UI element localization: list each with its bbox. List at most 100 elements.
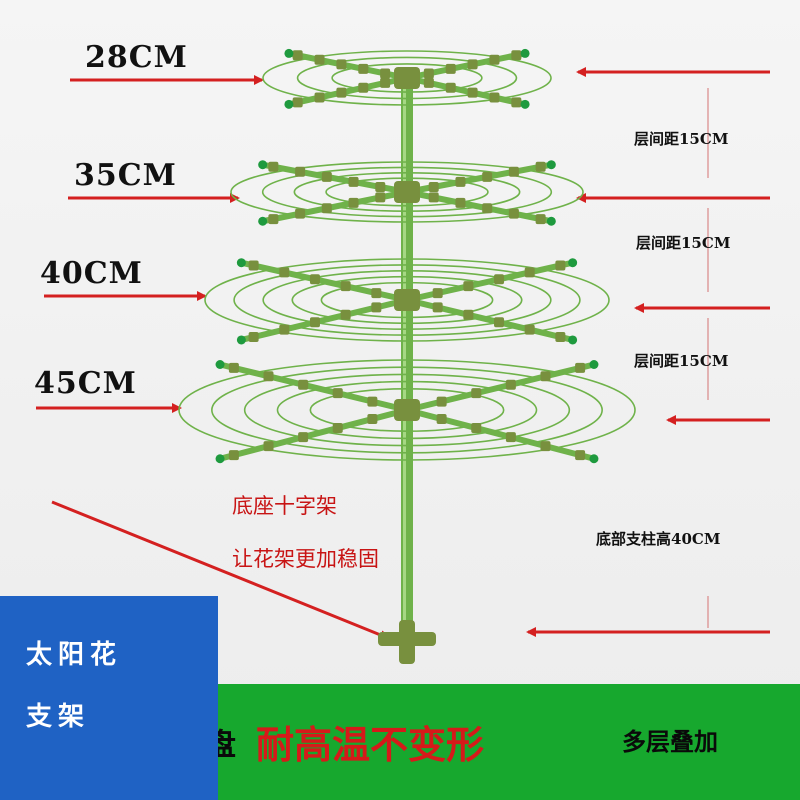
- ring: [261, 166, 553, 218]
- ring-clip: [375, 192, 386, 203]
- ring-clip: [321, 203, 332, 214]
- ring-clip: [505, 379, 516, 390]
- ring-clip: [248, 260, 259, 271]
- ring-clip: [445, 63, 456, 74]
- ring-clip: [524, 324, 535, 335]
- ring: [211, 366, 603, 454]
- ring: [309, 387, 505, 432]
- ring-clip: [555, 260, 566, 271]
- tier-28: [262, 48, 552, 109]
- ring: [293, 172, 521, 213]
- ring: [320, 281, 494, 319]
- tier-35: [230, 160, 584, 226]
- ring-clip: [367, 414, 378, 425]
- ring-clip: [340, 281, 351, 292]
- ring: [243, 373, 571, 447]
- size-label-35: 35CM: [74, 158, 177, 193]
- ring-clip: [292, 97, 303, 108]
- ring-clip: [298, 432, 309, 443]
- ring-clip: [268, 161, 279, 172]
- ring: [325, 177, 489, 207]
- arm-cap: [236, 258, 246, 268]
- arm-cap: [236, 335, 246, 345]
- ring-clip: [336, 87, 347, 98]
- ring-clip: [535, 161, 546, 172]
- ring-clip: [508, 166, 519, 177]
- ring-clip: [314, 54, 325, 65]
- ring-clip: [555, 332, 566, 343]
- ring-clip: [471, 423, 482, 434]
- ring-clip: [348, 197, 359, 208]
- arm-cap: [258, 160, 268, 170]
- ring: [331, 63, 483, 93]
- arm-cap: [520, 48, 530, 58]
- base-height-label: 底部支柱高40CM: [596, 530, 721, 548]
- ring-clip: [489, 54, 500, 65]
- ring-clip: [463, 309, 474, 320]
- ring-clip: [505, 432, 516, 443]
- arm-cap: [568, 335, 578, 345]
- ring-clip: [575, 450, 586, 461]
- ring-clip: [575, 362, 586, 373]
- base-note-line1: 底座十字架: [232, 494, 337, 518]
- arm-cap: [284, 99, 294, 109]
- ring-clip: [423, 68, 434, 79]
- size-label-28: 28CM: [85, 40, 188, 75]
- ring-clip: [348, 176, 359, 187]
- spacing-label-3: 层间距15CM: [634, 352, 729, 370]
- ring-clip: [455, 197, 466, 208]
- banner-text-3: 多层叠加: [622, 727, 718, 756]
- ring-clip: [321, 171, 332, 182]
- hub-connector: [394, 67, 420, 89]
- ring-clip: [228, 362, 239, 373]
- ring-clip: [279, 324, 290, 335]
- arm-cap: [215, 360, 225, 369]
- ring-clip: [467, 59, 478, 70]
- tag-line2: 支架: [26, 702, 91, 732]
- ring-clip: [489, 92, 500, 103]
- ring-clip: [340, 309, 351, 320]
- ring-clip: [228, 450, 239, 461]
- spacing-label-2: 层间距15CM: [636, 234, 731, 252]
- arm-cap: [589, 454, 599, 464]
- arm-cap: [258, 216, 268, 226]
- ring: [230, 161, 584, 223]
- ring-clip: [471, 388, 482, 399]
- ring: [233, 264, 581, 336]
- ring-clip: [482, 203, 493, 214]
- ring-clip: [263, 371, 274, 382]
- ring-clip: [332, 388, 343, 399]
- ring-clip: [248, 332, 259, 343]
- ring: [276, 380, 538, 440]
- arm-cap: [546, 160, 556, 170]
- ring-clip: [358, 63, 369, 74]
- ring-clip: [436, 414, 447, 425]
- size-label-40: 40CM: [40, 256, 143, 291]
- hub-connector: [394, 289, 420, 311]
- ring-clip: [371, 288, 382, 299]
- ring-clip: [428, 192, 439, 203]
- ring-clip: [494, 274, 505, 285]
- ring: [178, 359, 636, 461]
- ring-clip: [511, 97, 522, 108]
- ring-clip: [279, 267, 290, 278]
- ring-clip: [367, 396, 378, 407]
- ring: [262, 50, 552, 106]
- ring-clip: [535, 214, 546, 225]
- product-tag: 太阳花 支架: [0, 596, 218, 800]
- tier-45: [178, 359, 636, 464]
- ring-clip: [375, 181, 386, 192]
- ring-clip: [358, 82, 369, 93]
- ring-clip: [371, 302, 382, 313]
- ring-clip: [309, 317, 320, 328]
- ring-clip: [380, 68, 391, 79]
- hub-connector: [394, 399, 420, 421]
- ring-clip: [309, 274, 320, 285]
- ring-clip: [380, 77, 391, 88]
- ring-clip: [268, 214, 279, 225]
- ring-clip: [423, 77, 434, 88]
- base-note-line2: 让花架更加稳固: [232, 547, 379, 571]
- ring: [262, 270, 552, 330]
- ring: [204, 258, 610, 342]
